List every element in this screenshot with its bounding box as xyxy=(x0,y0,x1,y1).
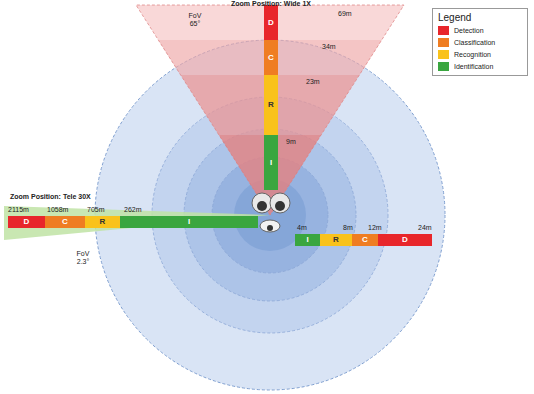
range-segment: R xyxy=(264,75,278,135)
legend-row: Recognition xyxy=(438,50,522,59)
legend-swatch xyxy=(438,38,449,47)
tele-fov-wedge xyxy=(4,206,270,240)
range-label: FoV 2.3° xyxy=(72,250,94,265)
zoom-heading: Zoom Position: Wide 1X xyxy=(231,0,311,8)
range-label: 23m xyxy=(306,78,320,86)
range-label: 4m xyxy=(297,224,307,232)
legend-swatch xyxy=(438,26,449,35)
range-letter: I xyxy=(188,218,190,226)
legend-swatch xyxy=(438,62,449,71)
legend-swatch xyxy=(438,50,449,59)
range-letter: C xyxy=(362,236,368,244)
range-segment: C xyxy=(45,216,85,228)
legend-text: Classification xyxy=(454,39,495,46)
range-label: FoV 65° xyxy=(184,12,206,27)
wide-fov-band xyxy=(219,135,321,215)
range-label: 262m xyxy=(124,206,142,214)
range-segment: I xyxy=(120,216,258,228)
legend-row: Detection xyxy=(438,26,522,35)
range-label: 69m xyxy=(338,10,352,18)
legend-text: Identification xyxy=(454,63,493,70)
range-label: 2115m xyxy=(8,206,29,214)
range-segment: D xyxy=(264,5,278,40)
range-letter: R xyxy=(333,236,339,244)
wide-fov-band xyxy=(181,75,359,215)
legend-row: Identification xyxy=(438,62,522,71)
wide-fov-cone xyxy=(136,5,404,215)
range-segment: R xyxy=(320,234,352,246)
range-segment: C xyxy=(352,234,378,246)
range-letter: R xyxy=(268,101,274,109)
range-letter: D xyxy=(24,218,30,226)
range-letter: R xyxy=(100,218,106,226)
range-letter: C xyxy=(62,218,68,226)
range-segment: R xyxy=(85,216,120,228)
range-label: 1058m xyxy=(47,206,68,214)
range-label: 8m xyxy=(343,224,353,232)
range-label: 12m xyxy=(368,224,382,232)
legend-text: Detection xyxy=(454,27,484,34)
wide-fov-band xyxy=(158,40,382,215)
legend-box: LegendDetectionClassificationRecognition… xyxy=(432,8,528,76)
legend-text: Recognition xyxy=(454,51,491,58)
range-letter: D xyxy=(402,236,408,244)
range-segment: D xyxy=(378,234,432,246)
range-label: 24m xyxy=(418,224,432,232)
range-label: 705m xyxy=(87,206,105,214)
range-letter: I xyxy=(270,159,272,167)
range-segment: C xyxy=(264,40,278,75)
range-letter: D xyxy=(268,19,274,27)
range-letter: I xyxy=(306,236,308,244)
legend-row: Classification xyxy=(438,38,522,47)
zoom-heading: Zoom Position: Tele 30X xyxy=(10,193,91,201)
range-label: 34m xyxy=(322,43,336,51)
legend-title: Legend xyxy=(438,12,522,23)
range-label: 9m xyxy=(286,138,296,146)
range-segment: I xyxy=(295,234,320,246)
range-segment: I xyxy=(264,135,278,190)
range-segment: D xyxy=(8,216,45,228)
range-letter: C xyxy=(268,54,274,62)
